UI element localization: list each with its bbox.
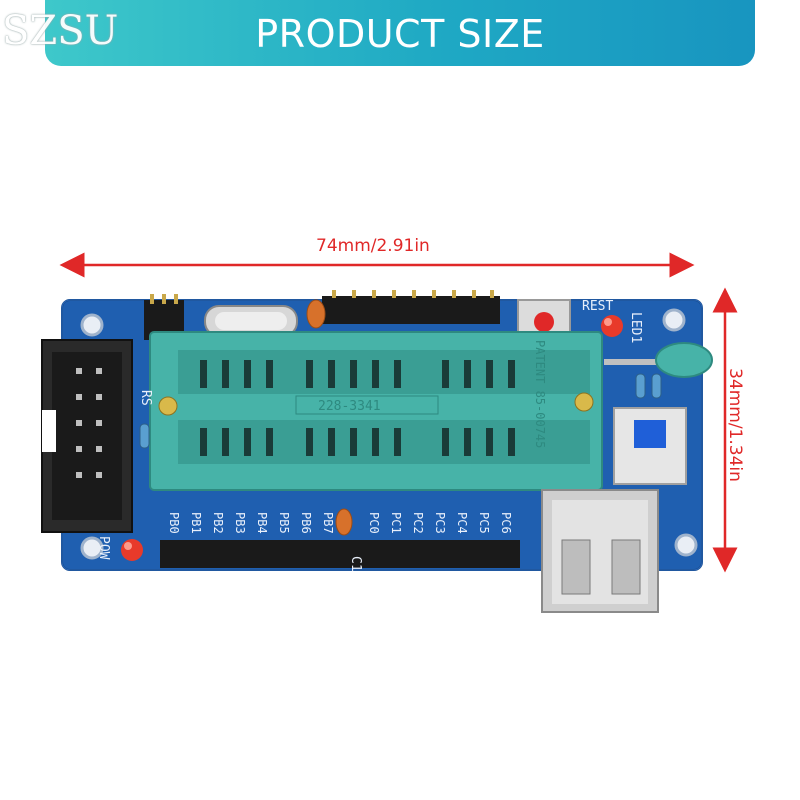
pc4-label: PC4: [455, 512, 469, 534]
crystal-oscillator: [204, 305, 298, 337]
c1-label: C1: [348, 556, 363, 572]
pb0-label: PB0: [167, 512, 181, 534]
pb7-label: PB7: [321, 512, 335, 534]
title-banner: PRODUCT SIZE: [45, 0, 755, 66]
pc1-label: PC1: [389, 512, 403, 534]
idc-connector: [41, 339, 133, 533]
banner-title: PRODUCT SIZE: [255, 12, 545, 56]
pc3-label: PC3: [433, 512, 447, 534]
pc6-label: PC6: [499, 512, 513, 534]
pc2-label: PC2: [411, 512, 425, 534]
port-b-labels: PB0 PB1 PB2 PB3 PB4 PB5 PB6 PB7: [167, 512, 335, 534]
rs-label: RS: [138, 390, 153, 406]
width-dimension-label: 74mm/2.91in: [316, 236, 430, 256]
led-label: LED1: [628, 312, 643, 343]
pow-label: POW: [96, 536, 111, 560]
patent-label: PATENT 85-00745: [533, 340, 547, 448]
port-c-labels: PC0 PC1 PC2 PC3 PC4 PC5 PC6: [367, 512, 513, 534]
top-pin-header: [322, 290, 500, 324]
pb1-label: PB1: [189, 512, 203, 534]
pb5-label: PB5: [277, 512, 291, 534]
resistors: [139, 373, 662, 449]
brand-watermark: SZSU: [2, 8, 119, 54]
ceramic-capacitors: [306, 299, 353, 536]
power-led: [121, 539, 143, 561]
status-led: [601, 315, 623, 337]
pb6-label: PB6: [299, 512, 313, 534]
mounting-holes: [80, 308, 698, 560]
zif-socket: [149, 331, 603, 491]
pb4-label: PB4: [255, 512, 269, 534]
pb3-label: PB3: [233, 512, 247, 534]
usb-port: [541, 489, 659, 613]
rest-label: REST: [582, 299, 613, 314]
pc0-label: PC0: [367, 512, 381, 534]
bottom-pin-header: [160, 540, 520, 568]
socket-code-label: 228-3341: [318, 399, 381, 414]
pb2-label: PB2: [211, 512, 225, 534]
power-switch: [613, 407, 687, 485]
pc5-label: PC5: [477, 512, 491, 534]
zif-lever: [604, 342, 713, 378]
